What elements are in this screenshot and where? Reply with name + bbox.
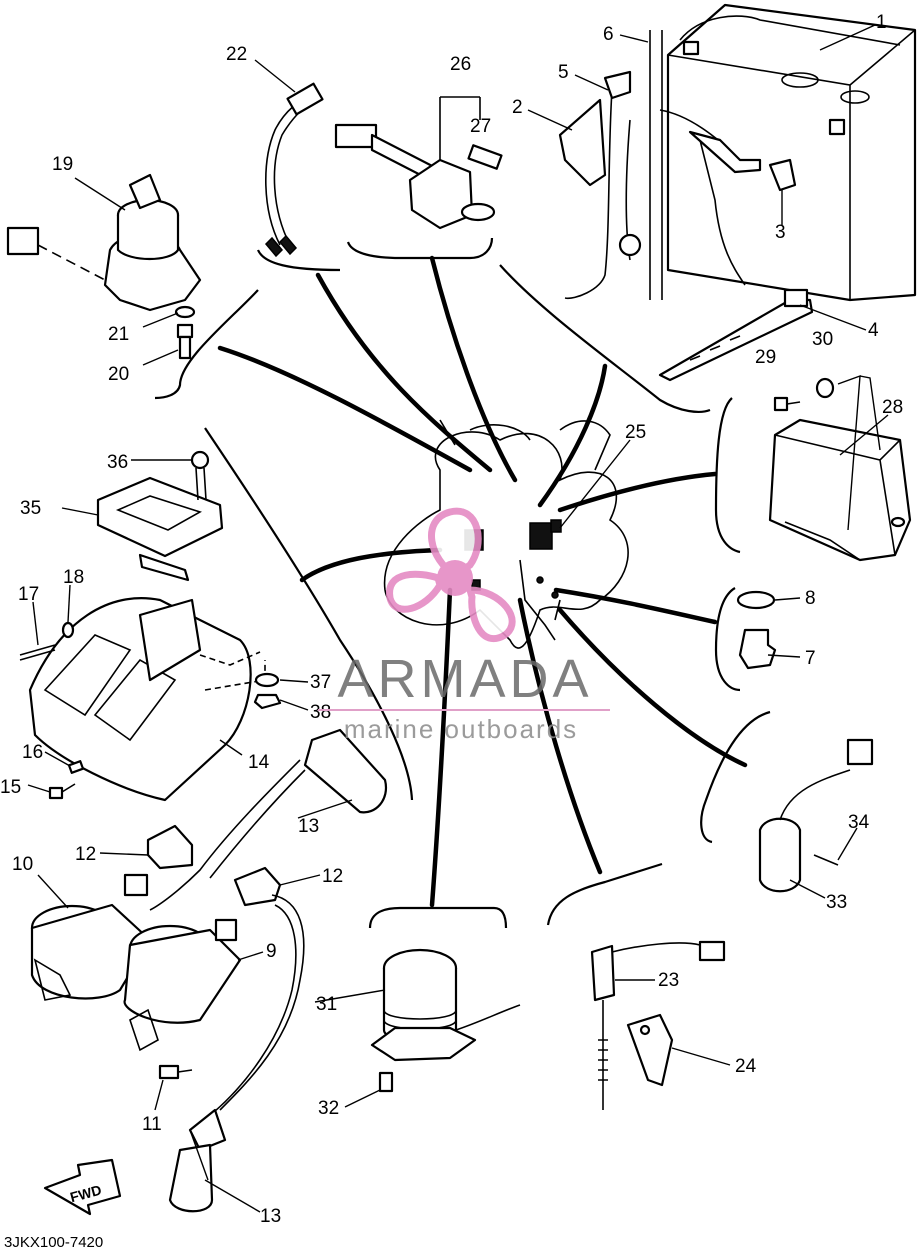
- callout-24: 24: [735, 1056, 757, 1077]
- solenoid-31: [370, 948, 521, 1093]
- screw-15-16: [48, 760, 85, 800]
- bracket-24: [626, 1013, 674, 1087]
- wiring-harness: [217, 255, 748, 908]
- group-brackets: [154, 237, 771, 929]
- callout-25: 25: [625, 422, 646, 443]
- watermark-tagline: marine outboards: [343, 714, 579, 744]
- callout-7: 7: [805, 648, 816, 669]
- fuse-holder: [334, 96, 503, 230]
- callout-18: 18: [63, 567, 84, 588]
- callout-1: 1: [876, 12, 887, 33]
- callout-2: 2: [512, 97, 523, 118]
- screw-11: [158, 1064, 193, 1080]
- watermark-brand: ARMADA: [337, 649, 593, 709]
- callout-21: 21: [108, 324, 129, 345]
- callout-28: 28: [882, 397, 903, 418]
- callout-13a: 13: [298, 816, 319, 837]
- switch-33: [758, 738, 874, 893]
- callout-20: 20: [108, 364, 129, 385]
- callout-13b: 13: [260, 1206, 281, 1227]
- callout-14: 14: [248, 752, 270, 773]
- ignition-coil-10: [30, 873, 152, 1001]
- cable-tie: [658, 288, 814, 382]
- callout-33: 33: [826, 892, 847, 913]
- lead-22: [264, 82, 324, 258]
- callout-22: 22: [226, 44, 247, 65]
- callout-31: 31: [316, 994, 337, 1015]
- callout-30: 30: [812, 329, 833, 350]
- callout-10: 10: [12, 854, 33, 875]
- callout-36: 36: [107, 452, 128, 473]
- main-switch: [6, 173, 202, 312]
- callout-19: 19: [52, 154, 73, 175]
- control-unit: [768, 418, 912, 562]
- callout-27: 27: [470, 116, 491, 137]
- fwd-arrow: [43, 1158, 122, 1216]
- callout-12a: 12: [75, 844, 96, 865]
- callout-37: 37: [310, 672, 331, 693]
- callouts: 1 2 3 4 5 6 7 8 9 10 11 12 12 13 13 14 1…: [0, 12, 903, 1227]
- callout-9: 9: [266, 941, 277, 962]
- watermark-rule: [318, 709, 610, 711]
- battery: [666, 3, 917, 302]
- leader-lines: [27, 24, 889, 1213]
- callout-15: 15: [0, 777, 21, 798]
- ignition-coil-9: [123, 918, 242, 1052]
- cover-14: [28, 597, 266, 802]
- callout-11: 11: [142, 1114, 162, 1135]
- switch-23: [590, 940, 726, 1110]
- callout-3: 3: [775, 222, 786, 243]
- callout-32: 32: [318, 1098, 339, 1119]
- callout-4: 4: [868, 320, 879, 341]
- callout-5: 5: [558, 62, 569, 83]
- callout-34: 34: [848, 812, 870, 833]
- fwd-label: FWD: [68, 1182, 103, 1206]
- callout-12b: 12: [322, 866, 343, 887]
- diagram-code: 3JKX100-7420: [4, 1234, 104, 1251]
- switch-7-washer-8: [736, 590, 777, 670]
- screw-17-18: [19, 621, 75, 661]
- callout-35: 35: [20, 498, 41, 519]
- callout-16: 16: [22, 742, 43, 763]
- callout-23: 23: [658, 970, 679, 991]
- bolt-washer-20-21: [174, 305, 196, 360]
- battery-cables: [558, 30, 797, 300]
- washer-nut-37-38: [253, 672, 282, 710]
- callout-17: 17: [18, 584, 39, 605]
- callout-8: 8: [805, 588, 816, 609]
- watermark-logo-icon: [386, 507, 516, 643]
- callout-6: 6: [603, 24, 614, 45]
- callout-29: 29: [755, 347, 776, 368]
- regulator: [96, 450, 224, 582]
- plug-caps-12-13: [146, 728, 388, 1213]
- screw-washer-29-30: [773, 374, 881, 531]
- callout-26: 26: [450, 54, 471, 75]
- callout-38: 38: [310, 702, 331, 723]
